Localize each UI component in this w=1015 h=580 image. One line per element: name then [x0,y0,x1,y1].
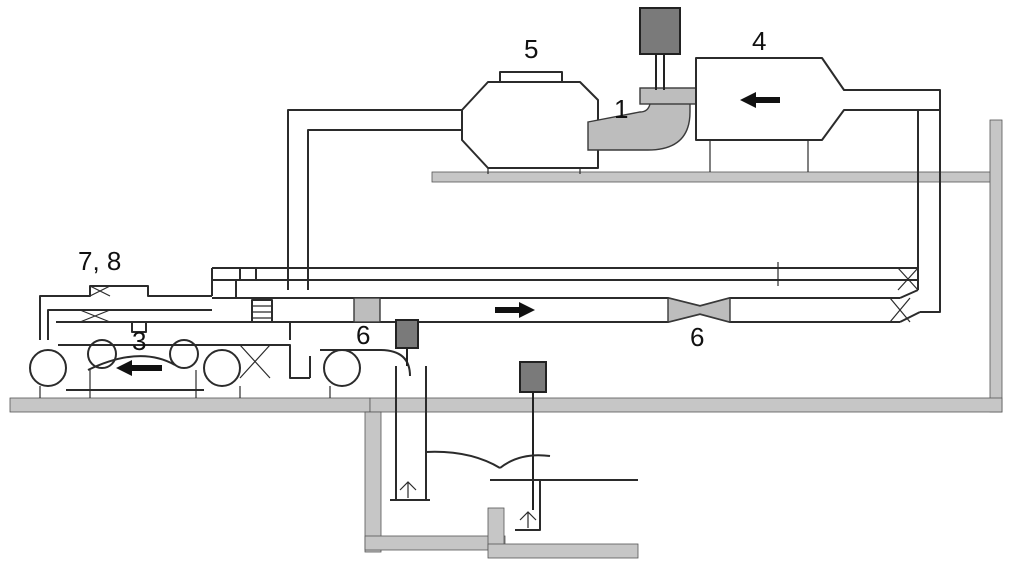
lower-floor-left [9,397,371,413]
right-wall [989,119,1003,413]
left-return-pipe-inner [307,129,462,290]
fan-icon [399,481,417,498]
pit-equipment [390,319,638,531]
motor-icon [519,361,547,393]
label-7-8: 7, 8 [78,246,121,276]
test-section-6b [667,297,731,323]
pit-floor-right [487,543,639,559]
upper-floor-slab [431,171,993,183]
left-return-pipe-outer [287,109,462,290]
label-1: 1 [614,94,628,124]
pit-left-wall [364,411,382,553]
pit-floor-left [364,535,506,551]
motor-icon [395,319,419,349]
flow-arrow-icon [495,302,535,318]
label-6-left: 6 [356,320,370,350]
test-section-6a [353,297,381,323]
label-6-right: 6 [690,322,704,352]
labels: 1 3 4 5 6 6 7, 8 [78,26,766,356]
ground-structure [9,119,1003,559]
horizontal-lines [212,262,921,323]
pump-icon [169,339,199,369]
right-down-pipe-outer [920,90,941,313]
turbine-housing [639,87,697,105]
pump-icon [203,349,241,387]
tank-5-lid [499,71,563,83]
label-4: 4 [752,26,766,56]
motor-icon [639,7,681,55]
pump-icon [29,349,67,387]
diffuser-4 [695,57,941,141]
lower-floor-right [369,397,1003,413]
upper-loop [287,7,941,313]
fan-icon [519,511,537,528]
pump-group [29,268,411,398]
label-5: 5 [524,34,538,64]
flow-arrow-icon [740,92,780,108]
valve-icon [897,267,919,291]
pump-icon [323,349,361,387]
tank-5 [461,81,599,169]
flow-arrow-icon [116,360,162,376]
label-3: 3 [132,326,146,356]
